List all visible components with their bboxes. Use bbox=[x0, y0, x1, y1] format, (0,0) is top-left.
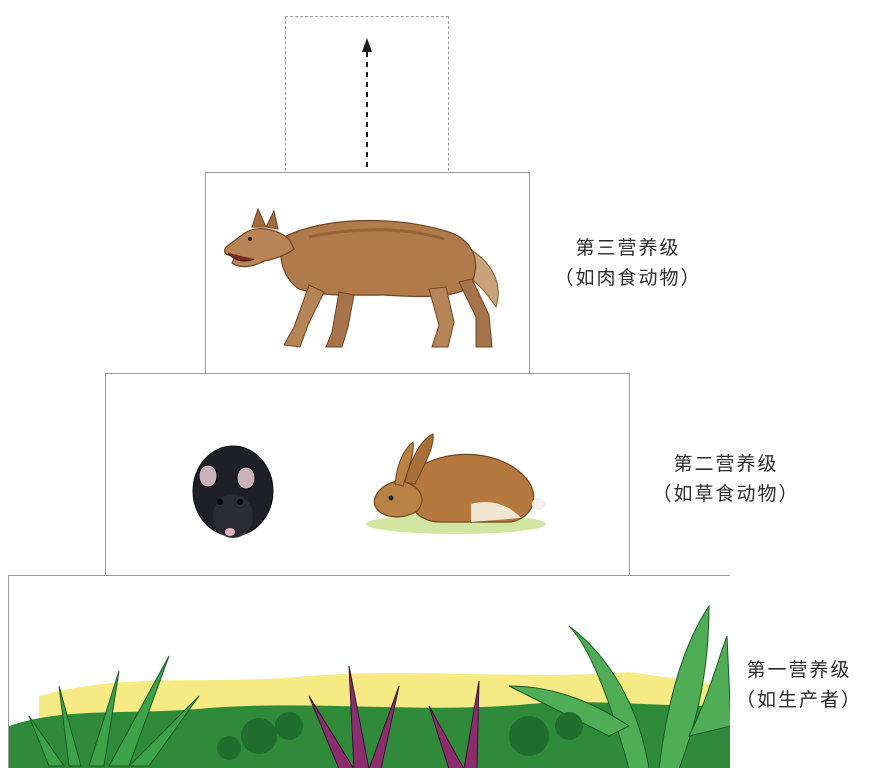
trophic-level-1-title: 第一营养级 bbox=[746, 659, 852, 681]
wolf-icon bbox=[224, 207, 499, 348]
trophic-level-3-subtitle: （如肉食动物） bbox=[554, 267, 702, 289]
trophic-level-2-title: 第二营养级 bbox=[673, 453, 779, 475]
trophic-level-1-subtitle: （如生产者） bbox=[735, 689, 862, 711]
mouse-icon bbox=[192, 445, 274, 538]
trophic-level-2-box bbox=[105, 373, 630, 576]
plants-icon bbox=[9, 604, 730, 768]
rabbit-icon bbox=[366, 433, 546, 534]
trophic-level-2-label: 第二营养级 （如草食动物） bbox=[636, 449, 816, 509]
trophic-level-3-box bbox=[205, 172, 530, 375]
trophic-level-3-title: 第三营养级 bbox=[575, 237, 681, 259]
trophic-level-2-subtitle: （如草食动物） bbox=[652, 483, 800, 505]
trophic-level-1-label: 第一营养级 （如生产者） bbox=[728, 655, 870, 715]
trophic-level-1-box bbox=[8, 575, 730, 768]
energy-flow-arrow-icon bbox=[362, 38, 372, 174]
trophic-level-3-label: 第三营养级 （如肉食动物） bbox=[538, 233, 718, 293]
